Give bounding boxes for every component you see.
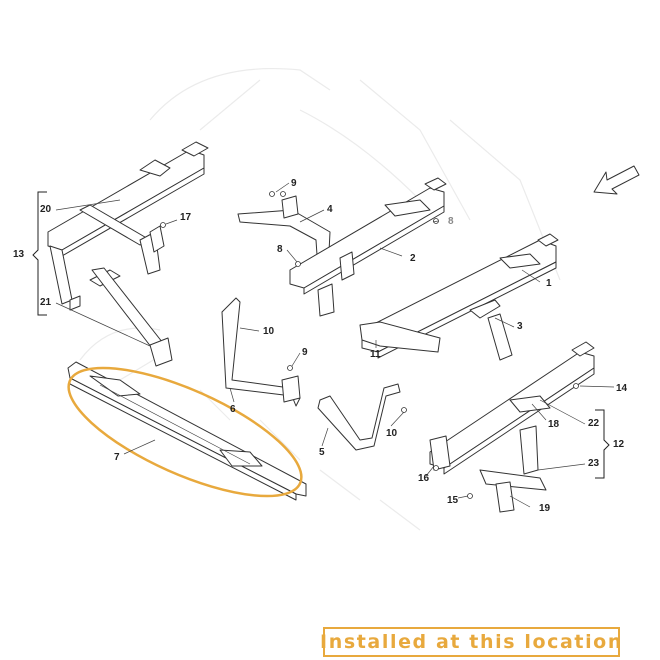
watermark — [79, 67, 561, 531]
callout-2: 2 — [410, 253, 416, 264]
callout-7: 7 — [114, 452, 120, 463]
caption-text: Installed at this location — [320, 631, 623, 653]
callout-6: 6 — [230, 404, 236, 415]
callout-8-upper: 8 — [448, 216, 454, 227]
callout-8-lower: 8 — [277, 244, 283, 255]
arrow-down-left-icon — [593, 165, 640, 195]
callout-19: 19 — [539, 503, 551, 514]
callout-4: 4 — [327, 204, 333, 215]
callout-15: 15 — [447, 495, 459, 506]
callout-9-lower: 9 — [302, 347, 308, 358]
highlight-ring — [67, 366, 303, 498]
callout-1: 1 — [546, 278, 552, 289]
callout-18: 18 — [548, 419, 560, 430]
installed-location-caption: Installed at this location — [320, 627, 623, 657]
bolts — [160, 191, 579, 499]
callout-22: 22 — [588, 418, 600, 429]
callout-20: 20 — [40, 204, 52, 215]
callout-21: 21 — [40, 297, 52, 308]
callout-17: 17 — [180, 212, 192, 223]
callout-11: 11 — [370, 349, 381, 360]
assembly-13 — [47, 141, 209, 367]
assembly-12 — [429, 341, 595, 513]
part-3 — [469, 299, 513, 361]
leader-lines — [55, 182, 615, 508]
part-5 — [317, 383, 401, 451]
callout-10-left: 10 — [263, 326, 275, 337]
callout-13: 13 — [13, 249, 25, 260]
callout-5: 5 — [319, 447, 325, 458]
part-6 — [221, 297, 301, 407]
part-2 — [289, 177, 447, 317]
callout-12: 12 — [613, 439, 625, 450]
callout-10-right: 10 — [386, 428, 398, 439]
callout-16: 16 — [418, 473, 430, 484]
callout-9-upper: 9 — [291, 178, 297, 189]
bracket-13 — [32, 191, 47, 316]
bracket-12 — [595, 409, 610, 479]
part-1 — [359, 233, 559, 359]
callout-14: 14 — [616, 383, 628, 394]
callout-23: 23 — [588, 458, 600, 469]
callout-3: 3 — [517, 321, 523, 332]
